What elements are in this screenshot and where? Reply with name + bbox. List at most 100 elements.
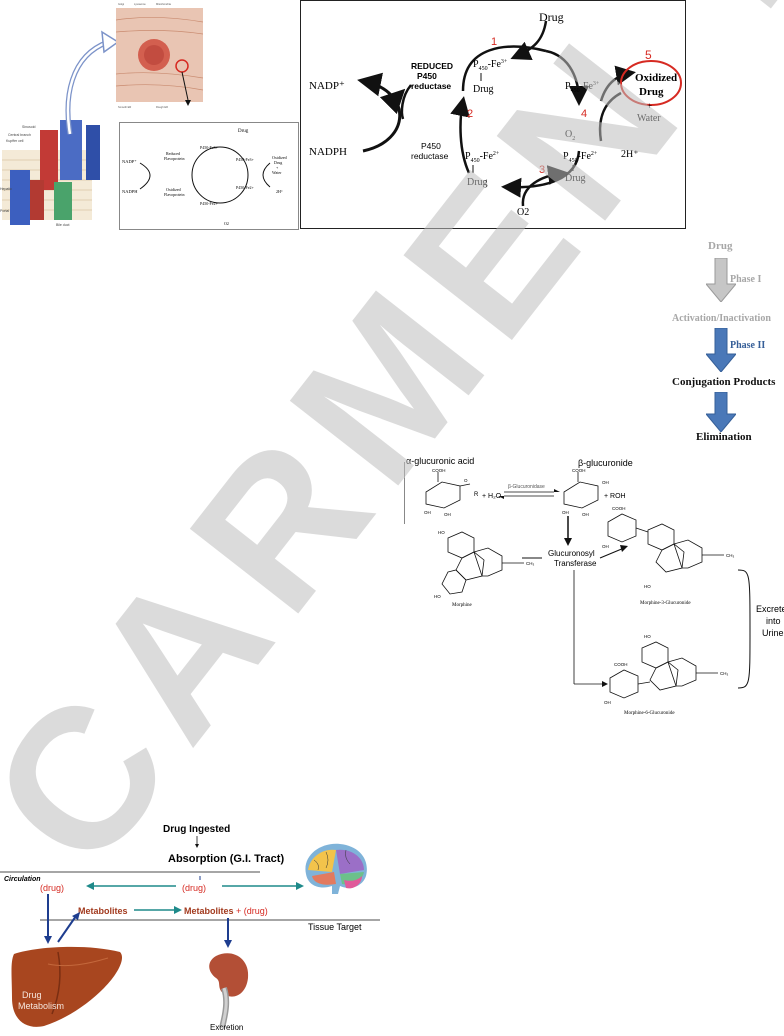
small-nadp-label: NADP⁺	[122, 159, 137, 164]
blue-down-arrow-icon-2	[706, 392, 736, 432]
activation-label: Activation/Inactivation	[672, 313, 771, 324]
roh-label: + ROH	[604, 493, 626, 500]
tissue-target-label: Tissue Target	[308, 922, 362, 932]
step-1: 1	[491, 36, 497, 48]
kidney-label: Excretion	[210, 1023, 243, 1031]
svg-text:Smooth ER: Smooth ER	[118, 105, 131, 109]
svg-text:OH: OH	[602, 544, 609, 549]
svg-text:HO: HO	[644, 634, 651, 639]
svg-text:OH: OH	[424, 510, 431, 515]
svg-text:COOH: COOH	[612, 506, 626, 511]
grey-down-arrow-icon	[706, 258, 736, 302]
metabolites-left-label: Metabolites	[78, 906, 128, 916]
svg-text:P450-Fe2+: P450-Fe2+	[563, 151, 598, 164]
phase-drug-label: Drug	[708, 240, 733, 252]
reductase-p450-label: P450	[421, 141, 441, 151]
metabolites-center-label: Metabolites	[184, 906, 234, 916]
svg-text:Kupffer cell: Kupffer cell	[6, 139, 24, 143]
svg-text:P450-Fe3+: P450-Fe3+	[565, 81, 600, 94]
excreted-label-3: Urine	[762, 628, 784, 638]
svg-text:OH: OH	[604, 700, 611, 705]
drug-ingested-label: Drug Ingested	[163, 824, 230, 835]
small-drug-label: Drug	[238, 129, 249, 134]
water-label: Water	[637, 113, 661, 124]
svg-text:O: O	[464, 478, 468, 483]
phase-one-label: Phase I	[730, 274, 762, 285]
blue-down-arrow-icon	[706, 328, 736, 372]
nadph-label: NADPH	[309, 146, 347, 158]
reductase-label: reductase	[411, 151, 449, 161]
svg-text:COOH: COOH	[572, 468, 586, 473]
liver-label-1: Drug	[22, 990, 42, 1000]
svg-text:HO: HO	[434, 594, 441, 599]
liver-label-2: Metabolism	[18, 1001, 64, 1011]
step-4: 4	[581, 108, 587, 120]
plus-drug-label: + (drug)	[236, 906, 268, 916]
reduced-p450-label: P450	[417, 71, 437, 81]
svg-text:OH: OH	[602, 480, 609, 485]
small-oxidized-drug-3: +	[276, 165, 279, 170]
svg-text:COOH: COOH	[432, 468, 446, 473]
o2-label: O2	[517, 207, 529, 218]
alpha-glucuronic-label: α-glucuronic acid	[406, 456, 474, 466]
svg-text:CH₃: CH₃	[720, 671, 728, 676]
drug-left-label: (drug)	[40, 883, 64, 893]
reduced-label: REDUCED	[411, 61, 453, 71]
svg-text:O2: O2	[565, 129, 575, 142]
bound-drug-1: Drug	[473, 84, 494, 95]
svg-text:OH: OH	[444, 512, 451, 517]
liver-illustration: Drug Metabolism	[8, 944, 128, 1031]
svg-text:CH₃: CH₃	[526, 561, 534, 566]
brain-illustration	[300, 840, 372, 900]
phase-two-label: Phase II	[730, 340, 766, 351]
svg-text:Hepatic: Hepatic	[0, 187, 12, 191]
beta-glucuronidase-label: β-Glucuronidase	[508, 484, 545, 490]
excreted-label-2: into	[766, 616, 781, 626]
svg-text:Lysosome: Lysosome	[134, 2, 146, 6]
svg-text:Golgi: Golgi	[118, 2, 124, 6]
small-oxidized-flavo-2: Flavoprotein	[164, 192, 184, 197]
kidney-illustration: Excretion	[202, 948, 258, 1032]
svg-text:Portal: Portal	[0, 209, 9, 213]
svg-text:COOH: COOH	[614, 662, 628, 667]
svg-text:P450-Fe3+: P450-Fe3+	[236, 157, 255, 162]
bound-drug-3: Drug	[565, 173, 586, 184]
svg-text:HO: HO	[438, 530, 445, 535]
svg-text:P450-Fe2+: P450-Fe2+	[236, 185, 255, 190]
conjugation-label: Conjugation Products	[672, 376, 776, 388]
absorption-diagram: Drug Ingested Absorption (G.I. Tract) Ci…	[0, 816, 380, 1031]
morphine-label: Morphine	[452, 603, 473, 608]
plus-sign: +	[647, 101, 652, 111]
excreted-label-1: Excreted	[756, 604, 784, 614]
nadp-plus-label: NADP⁺	[309, 80, 345, 92]
hepatocyte-illustration: Golgi Lysosome Mitochondria Smooth ER Rough…	[115, 0, 204, 110]
svg-text:P450-Fe3+: P450-Fe3+	[200, 145, 219, 150]
beta-glucuronide-label: β-glucuronide	[578, 458, 633, 468]
small-oxidized-flavo-1: Oxidized	[166, 187, 181, 192]
svg-text:Rough ER: Rough ER	[156, 105, 168, 109]
small-2h-label: 2H⁺	[276, 189, 283, 194]
svg-text:R: R	[474, 492, 479, 498]
cyp450-cycle-diagram: Drug NADP⁺ NADPH REDUCED P450 reductase …	[300, 0, 686, 229]
glucuronidation-scheme: α-glucuronic acid β-glucuronide COOH O OH O…	[403, 452, 784, 717]
step-5: 5	[645, 48, 652, 62]
svg-text:P450-Fe2+: P450-Fe2+	[200, 201, 219, 206]
svg-text:Mitochondria: Mitochondria	[156, 2, 171, 6]
phase-flow: Drug Phase I Activation/Inactivation Pha…	[660, 240, 784, 450]
two-h-plus-label: 2H⁺	[621, 149, 639, 160]
elimination-label: Elimination	[696, 431, 752, 443]
small-reduced-flavo-1: Reduced	[166, 151, 180, 156]
svg-text:P450-Fe2+: P450-Fe2+	[465, 151, 500, 164]
transferase-label-1: Glucuronosyl	[548, 549, 595, 558]
drug-center-label: (drug)	[182, 883, 206, 893]
svg-text:Sinusoid: Sinusoid	[22, 125, 35, 129]
cyp-drug-label: Drug	[539, 10, 564, 24]
small-oxidized-drug-4: Water	[272, 170, 282, 175]
small-reduced-flavo-2: Flavoprotein	[164, 156, 184, 161]
svg-text:OH: OH	[562, 510, 569, 515]
svg-text:CH₃: CH₃	[726, 553, 734, 558]
step-2: 2	[467, 108, 473, 120]
m6g-label: Morphine-6-Glucuronide	[624, 711, 675, 716]
bound-drug-2: Drug	[467, 177, 488, 188]
